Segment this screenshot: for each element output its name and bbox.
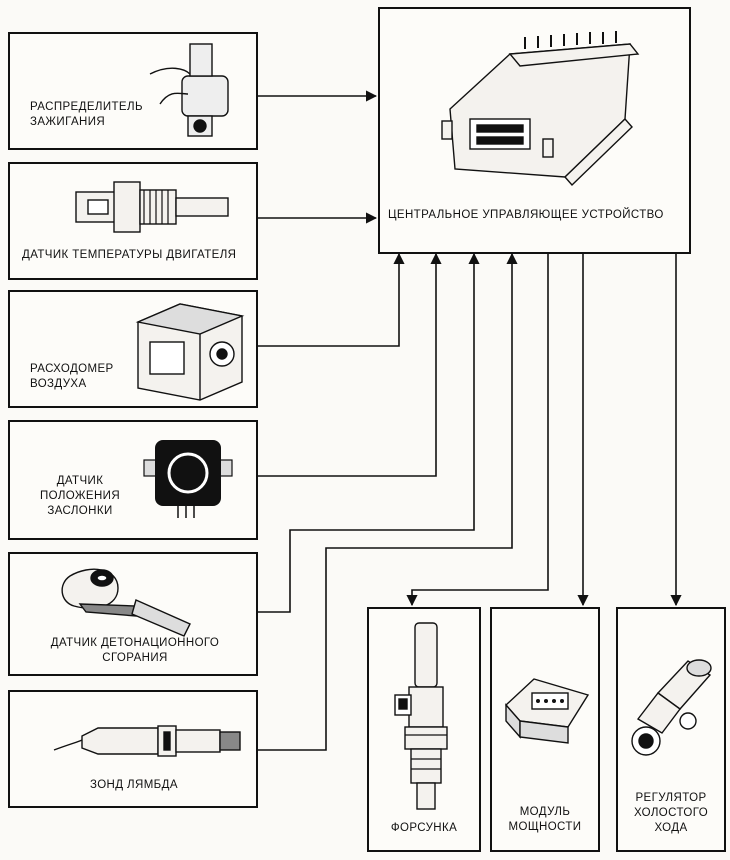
idle-regulator-label: РЕГУЛЯТОР ХОЛОСТОГО ХОДА: [633, 792, 709, 834]
knock-sensor-label: ДАТЧИК ДЕТОНАЦИОННОГО СГОРАНИЯ: [50, 637, 220, 664]
airflow-meter-label: РАСХОДОМЕР ВОЗДУХА: [30, 363, 114, 390]
ecu-label: ЦЕНТРАЛЬНОЕ УПРАВЛЯЮЩЕЕ УСТРОЙСТВО: [388, 209, 664, 221]
knock-sensor-icon: [61, 568, 191, 637]
injector-box: ФОРСУНКА: [367, 607, 481, 852]
distributor-label: РАСПРЕДЕЛИТЕЛЬ ЗАЖИГАНИЯ: [30, 101, 143, 128]
power-module-label: МОДУЛЬ МОЩНОСТИ: [508, 806, 582, 833]
lambda-probe-box: ЗОНД ЛЯМБДА: [8, 690, 258, 808]
distributor-box: РАСПРЕДЕЛИТЕЛЬ ЗАЖИГАНИЯ: [8, 32, 258, 150]
knock-sensor-box: ДАТЧИК ДЕТОНАЦИОННОГО СГОРАНИЯ: [8, 552, 258, 676]
power-module-box: МОДУЛЬ МОЩНОСТИ: [490, 607, 600, 852]
lambda-probe-icon: [53, 725, 241, 757]
power-module-icon: [505, 678, 590, 744]
airflow-meter-box: РАСХОДОМЕР ВОЗДУХА: [8, 290, 258, 408]
distributor-icon: [149, 43, 229, 137]
idle-regulator-box: РЕГУЛЯТОР ХОЛОСТОГО ХОДА: [616, 607, 726, 852]
line-injector: [406, 254, 549, 607]
injector-label: ФОРСУНКА: [390, 822, 458, 834]
ecu-icon: [441, 31, 640, 187]
throttle-sensor-label: ДАТЧИК ПОЛОЖЕНИЯ ЗАСЛОНКИ: [39, 475, 121, 517]
line-knock: [258, 252, 480, 613]
temp-sensor-label: ДАТЧИК ТЕМПЕРАТУРЫ ДВИГАТЕЛЯ: [22, 249, 237, 261]
injector-icon: [394, 622, 448, 810]
throttle-sensor-icon: [143, 440, 233, 518]
line-throttle: [258, 252, 442, 477]
ecu-box: ЦЕНТРАЛЬНОЕ УПРАВЛЯЮЩЕЕ УСТРОЙСТВО: [378, 7, 691, 254]
temp-sensor-icon: [75, 181, 229, 233]
throttle-sensor-box: ДАТЧИК ПОЛОЖЕНИЯ ЗАСЛОНКИ: [8, 420, 258, 540]
idle-regulator-icon: [631, 659, 712, 756]
line-lambda: [258, 252, 518, 751]
airflow-meter-icon: [135, 303, 245, 401]
lambda-probe-label: ЗОНД ЛЯМБДА: [90, 779, 178, 791]
temp-sensor-box: ДАТЧИК ТЕМПЕРАТУРЫ ДВИГАТЕЛЯ: [8, 162, 258, 280]
line-airflow: [258, 252, 405, 347]
